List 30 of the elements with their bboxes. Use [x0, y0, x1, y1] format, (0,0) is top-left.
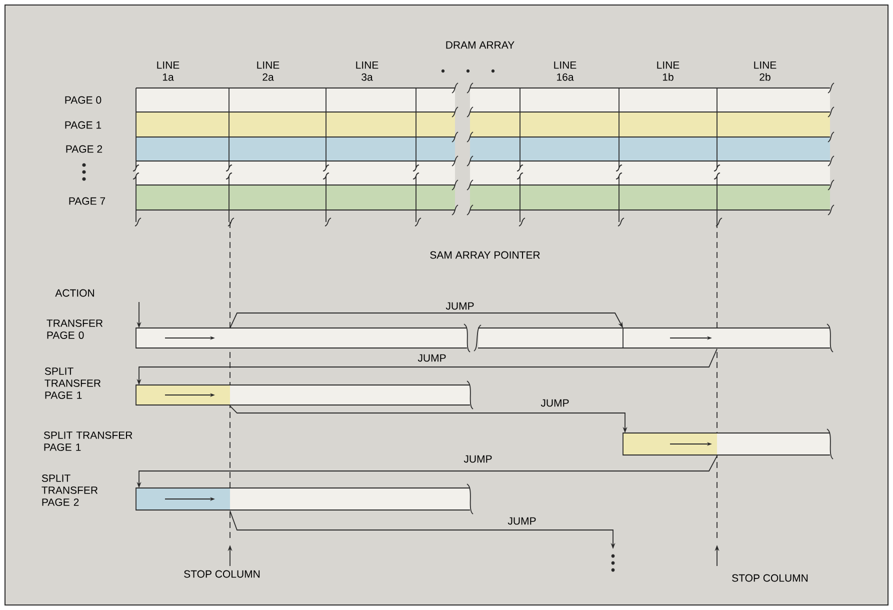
- stop-column-label: STOP COLUMN: [732, 574, 808, 582]
- jump-arrow: [230, 312, 623, 328]
- row-label: ACTION: [55, 289, 94, 297]
- stop-column-label: STOP COLUMN: [184, 570, 260, 578]
- sam-bar: [474, 324, 834, 352]
- heading: SAM ARRAY POINTER: [430, 251, 540, 259]
- sam-bar: [136, 484, 474, 514]
- sam-bar: [136, 380, 474, 410]
- edge-label: JUMP: [446, 302, 474, 310]
- column-label: LINE 1a: [157, 61, 180, 81]
- row-label: TRANSFER PAGE 0: [46, 319, 103, 339]
- column-label: LINE 2a: [257, 61, 280, 81]
- edge-label: JUMP: [418, 354, 446, 362]
- row-label: PAGE 7: [69, 197, 106, 205]
- heading: DRAM ARRAY: [446, 41, 514, 49]
- row-label: PAGE 0: [65, 96, 102, 104]
- sam-bar: [622, 428, 834, 460]
- row-label: SPLIT TRANSFER PAGE 1: [44, 367, 101, 399]
- column-label: LINE 2b: [754, 61, 776, 81]
- column-label: LINE 1b: [657, 61, 680, 81]
- row-label: SPLIT TRANSFER PAGE 1: [44, 431, 132, 451]
- edge-label: JUMP: [508, 517, 536, 525]
- edge-label: JUMP: [540, 399, 569, 407]
- row-label: PAGE 1: [65, 121, 102, 129]
- column-label: LINE 3a: [356, 61, 378, 81]
- sam-bar: [136, 324, 470, 352]
- row-label: SPLIT TRANSFER PAGE 2: [42, 474, 98, 506]
- column-label: LINE 16a: [554, 61, 576, 81]
- edge-label: JUMP: [464, 455, 492, 463]
- row-label: PAGE 2: [66, 145, 102, 153]
